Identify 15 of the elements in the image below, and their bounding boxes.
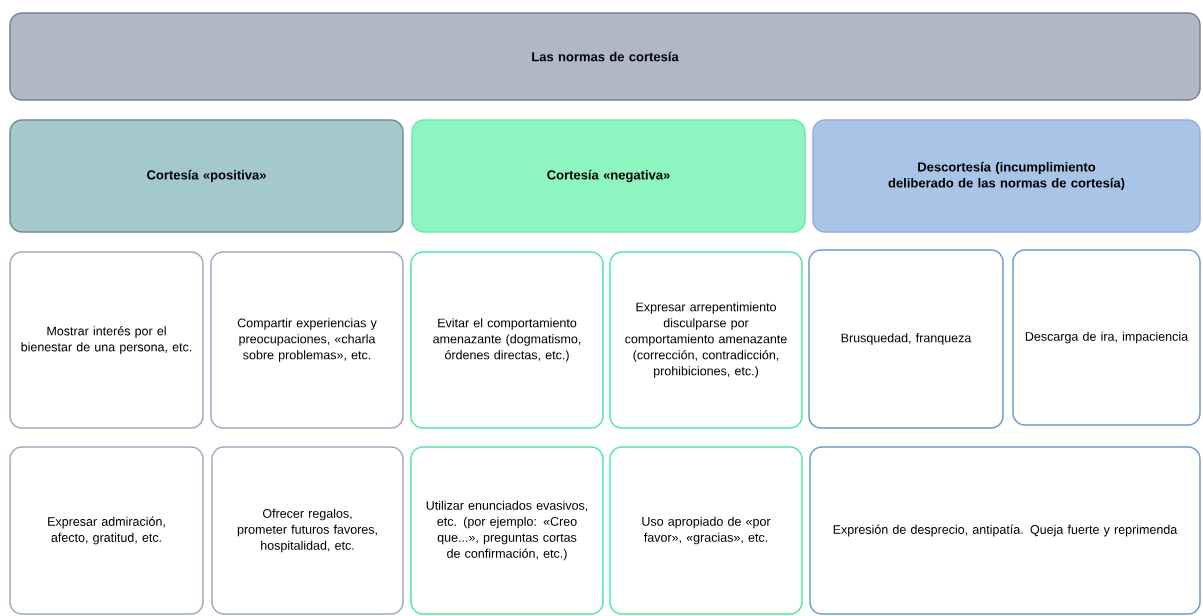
item-box: Expresar admiración, afecto, gratitud, etc.	[9, 446, 204, 615]
item-box: Mostrar interés por el bienestar de una persona, etc.	[9, 251, 204, 429]
title-box: Las normas de cortesía	[9, 12, 1201, 101]
item-box: Expresión de desprecio, antipatía. Queja fuerte y reprimenda	[809, 446, 1201, 615]
item-box: Expresar arrepentimiento disculparse por comportamiento amenazante (corrección, contradicción, prohibiciones, etc.)	[609, 251, 803, 429]
item-box: Utilizar enunciados evasivos, etc. (por ejemplo: «Creo que...», preguntas cortas de confirmación, etc.)	[410, 446, 604, 615]
category-header: Cortesía «negativa»	[411, 119, 806, 233]
item-box: Uso apropiado de «por favor», «gracias», etc.	[609, 446, 803, 615]
item-box: Descarga de ira, impaciencia	[1012, 249, 1201, 426]
item-box: Evitar el comportamiento amenazante (dogmatismo, órdenes directas, etc.)	[410, 251, 604, 429]
category-header: Descortesía (incumplimiento deliberado de las normas de cortesía)	[812, 119, 1201, 233]
item-box: Compartir experiencias y preocupaciones, «charla sobre problemas», etc.	[210, 251, 404, 429]
category-header: Cortesía «positiva»	[9, 119, 404, 233]
item-box: Ofrecer regalos, prometer futuros favores, hospitalidad, etc.	[211, 446, 404, 615]
item-box: Brusquedad, franqueza	[808, 249, 1004, 429]
